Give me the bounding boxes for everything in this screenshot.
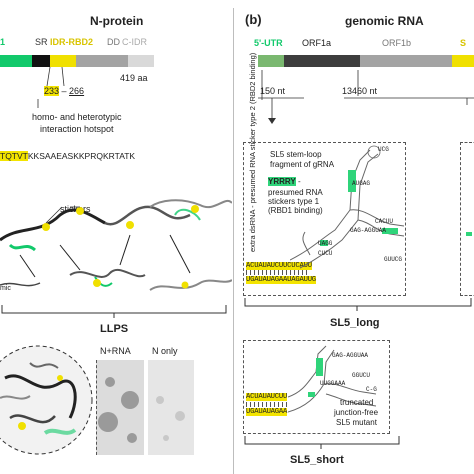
domain-label-dd: DD (107, 37, 120, 47)
sl5-short-seq-top: ACUAUAUCUU (246, 393, 287, 401)
hotspot-sequence: TQTVTKKSAAEASKKPRQKRTATK (0, 151, 135, 161)
range-label: 233 – 266 (44, 86, 84, 96)
sl5-long-seq-top-text: ACUAUAUCUUCUCAUU (246, 262, 312, 270)
sl5-long-bracket (244, 298, 472, 311)
range-end: 266 (69, 86, 85, 96)
sl5-short-basepair-ticks (246, 402, 288, 407)
yrrry-rest: - (295, 177, 301, 186)
stem-frag-3: CUCU (318, 250, 333, 257)
genome-label-orf1b: ORF1b (382, 38, 412, 48)
position-13460: 13460 nt (342, 86, 378, 96)
genome-label-5utr: 5'-UTR (254, 38, 283, 48)
panel-label-b: (b) (245, 12, 262, 27)
domain-bar-c-idr (128, 55, 154, 67)
yrrry-label: YRRRY - (268, 177, 301, 186)
genomic-rna-title: genomic RNA (345, 14, 424, 28)
micelle-label-partial: mic (0, 285, 11, 292)
range-start: 233 (44, 86, 60, 96)
short-loop-frag: C-G (366, 386, 377, 393)
trunc-line-2: junction-free (334, 408, 379, 417)
next-frame-partial-box (460, 142, 474, 296)
domain-label-sr: SR (35, 37, 48, 47)
n-only-label: N only (152, 346, 178, 356)
sl5-short-box (243, 340, 390, 434)
n-rna-label: N+RNA (100, 346, 131, 356)
n-only-panel (148, 360, 194, 455)
domain-bar-rbd1 (0, 55, 32, 67)
range-marker-lines (37, 66, 65, 108)
sl5-short-seq-bottom-text: UGAUAUAGAA (246, 408, 288, 416)
sl5-long-structure (290, 145, 405, 269)
next-frame-green-mark (466, 232, 472, 236)
domain-label-nterm-partial: 1 (0, 37, 6, 47)
domain-label-idr-rbd2: IDR-RBD2 (50, 37, 94, 47)
llps-label: LLPS (100, 323, 129, 335)
domain-bar-dd (76, 55, 128, 67)
genome-label-orf1a: ORF1a (302, 38, 332, 48)
sl5-short-seq-bottom: UGAUAUAGAA (246, 408, 287, 416)
stem-frag-2: UAGG (318, 240, 333, 247)
short-stem-frag-1: GAG-AGGUAA (332, 352, 369, 359)
sl5-short-seq-top-text: ACUAUAUCUU (246, 393, 288, 401)
hotspot-line-1: homo- and heterotypic (32, 112, 122, 122)
sl5-long-seq-bottom: UGAUAUAGAAUAGAUUG (246, 276, 316, 284)
sl5-long-seq-top: ACUAUAUCUUCUCAUU (246, 262, 312, 270)
sticker1-line2: stickers type 1 (268, 197, 320, 206)
sl5-long-basepair-ticks (246, 270, 308, 275)
short-stem-frag-2: UUGGAAA (320, 380, 346, 387)
n-protein-title: N-protein (90, 14, 144, 28)
loop-frag-1: UCG (378, 146, 389, 153)
vertical-dsrna-text: extra dsRNA - presumed RNA sticker type … (248, 52, 257, 252)
sl5-stem-loop-line2: fragment of gRNA (270, 160, 335, 169)
hotspot-sequence-rest: KKSAAEASKKPRQKRTATK (27, 151, 136, 161)
protein-length: 419 aa (120, 73, 148, 83)
loop-frag-2: GUUCG (384, 256, 403, 263)
stem-frag-4: AUGAG (352, 180, 371, 187)
sl5-short-bracket (244, 436, 400, 449)
protein-chains-illustration (0, 199, 232, 291)
droplet-illustration (0, 345, 93, 455)
sticker1-line1: presumed RNA (268, 188, 323, 197)
short-stem-frag-3: GGUCU (352, 372, 371, 379)
sl5-short-label: SL5_short (290, 454, 344, 466)
genome-bar-orf1b (360, 55, 452, 67)
sl5-stem-loop-line1: SL5 stem-loop (270, 150, 322, 159)
genome-label-s: S (460, 38, 467, 48)
sl5-long-label: SL5_long (330, 317, 380, 329)
trunc-line-3: SL5 mutant (336, 418, 377, 427)
sl5-long-seq-bottom-text: UGAUAUAGAAUAGAUUG (246, 276, 316, 284)
domain-bar-sr (32, 55, 50, 67)
genome-markers (258, 70, 474, 124)
range-dash: – (59, 86, 70, 96)
stem-frag-5: CACUU (375, 218, 394, 225)
yrrry-highlight: YRRRY (268, 177, 296, 186)
sl5-short-structure (288, 345, 377, 413)
genome-bar-s (452, 55, 474, 67)
hotspot-line-2: interaction hotspot (40, 124, 114, 134)
panel-divider (233, 8, 234, 474)
domain-label-c-idr: C-IDR (122, 37, 147, 47)
stem-frag-1: GAG-AGGUAA (350, 227, 387, 234)
llps-bracket (1, 305, 227, 318)
genome-bar-orf1a (284, 55, 360, 67)
genome-bar-5utr (258, 55, 284, 67)
sticker1-line3: (RBD1 binding) (268, 206, 323, 215)
n-rna-droplets (98, 377, 139, 443)
n-only-droplets (156, 396, 185, 441)
domain-bar-idr-rbd2 (50, 55, 76, 67)
trunc-line-1: truncated (340, 398, 374, 407)
sl5-long-box (243, 142, 406, 296)
hotspot-sequence-highlight: TQTVT (0, 151, 28, 161)
position-150: 150 nt (260, 86, 286, 96)
